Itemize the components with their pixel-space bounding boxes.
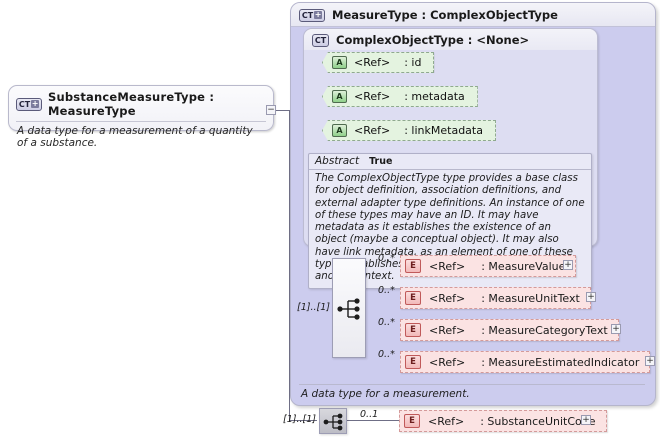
element-icon: E <box>405 291 421 305</box>
element-occurrence: 0..* <box>378 285 395 296</box>
element-expander[interactable]: + <box>645 356 655 366</box>
bottom-element-expander[interactable]: + <box>581 415 591 425</box>
element-expander[interactable]: + <box>611 324 621 334</box>
element-icon: E <box>404 414 420 428</box>
element-name: : MeasureCategoryText <box>481 323 608 337</box>
root-type-node[interactable]: CT+ SubstanceMeasureType : MeasureType A… <box>8 85 274 149</box>
element-name: : SubstanceUnitCode <box>480 414 596 428</box>
element-name: : MeasureUnitText <box>481 291 580 305</box>
bottom-sequence-cardinality: [1]..[1] <box>283 414 316 425</box>
complextype-plus-icon: CT+ <box>299 8 325 22</box>
plus-glyph-icon[interactable]: + <box>31 99 40 108</box>
annotation-key: Abstract <box>315 155 360 167</box>
sequence-compositor-icon[interactable] <box>332 258 366 358</box>
element-row[interactable]: E <Ref> : MeasureValue <box>400 255 577 277</box>
sequence-cardinality: [1]..[1] <box>297 302 330 313</box>
attribute-icon: A <box>332 56 347 69</box>
annotation-abstract-row: Abstract True <box>309 154 591 170</box>
annotation-value: True <box>369 156 393 167</box>
bottom-element-occurrence: 0..1 <box>360 409 379 420</box>
attribute-ref: <Ref> <box>354 90 391 103</box>
connector-line <box>274 110 290 111</box>
attribute-ref: <Ref> <box>354 56 391 69</box>
element-icon: E <box>405 355 421 369</box>
element-ref: <Ref> <box>429 291 466 305</box>
element-expander[interactable]: + <box>586 292 596 302</box>
root-type-documentation: A data type for a measurement of a quant… <box>17 125 253 149</box>
divider <box>299 384 645 385</box>
divider <box>16 121 266 122</box>
element-ref: <Ref> <box>429 355 466 369</box>
element-icon: E <box>405 259 421 273</box>
attribute-ref: <Ref> <box>354 124 391 137</box>
element-occurrence: 0..* <box>378 349 395 360</box>
badge-label: CT <box>18 99 31 109</box>
element-row[interactable]: E <Ref> : MeasureUnitText <box>400 287 591 309</box>
attribute-row[interactable]: A <Ref> : linkMetadata <box>322 120 496 141</box>
sequence-compositor-icon[interactable] <box>319 408 347 434</box>
element-row[interactable]: E <Ref> : MeasureCategoryText <box>400 319 619 341</box>
element-row[interactable]: E <Ref> : MeasureEstimatedIndicator <box>400 351 651 373</box>
element-ref: <Ref> <box>428 414 465 428</box>
connector-line <box>289 420 317 421</box>
element-occurrence: 0..* <box>378 317 395 328</box>
element-occurrence: 0..* <box>378 253 395 264</box>
complextype-icon: CT <box>312 33 329 47</box>
element-name: : MeasureEstimatedIndicator <box>481 355 640 369</box>
attribute-icon: A <box>332 124 347 137</box>
root-type-name: SubstanceMeasureType : MeasureType <box>48 90 215 118</box>
connector-line <box>289 110 290 420</box>
attribute-icon: A <box>332 90 347 103</box>
element-name: : MeasureValue <box>481 259 566 273</box>
badge-label: CT <box>314 35 327 45</box>
complexobjecttype-title: ComplexObjectType : <None> <box>336 33 530 47</box>
attribute-row[interactable]: A <Ref> : id <box>322 52 435 73</box>
attribute-name: : linkMetadata <box>404 124 483 137</box>
attribute-name: : id <box>404 56 422 69</box>
root-node-collapse-expander[interactable]: − <box>266 105 276 115</box>
element-expander[interactable]: + <box>563 260 573 270</box>
badge-label: CT <box>301 10 314 20</box>
sequence-glyph-icon <box>323 413 343 431</box>
sequence-glyph-icon <box>337 298 360 320</box>
plus-glyph-icon[interactable]: + <box>314 10 323 19</box>
measuretype-header: CT+ MeasureType : ComplexObjectType <box>291 3 655 27</box>
element-icon: E <box>405 323 421 337</box>
measuretype-documentation: A data type for a measurement. <box>301 388 470 400</box>
complextype-plus-icon: CT+ <box>16 97 42 111</box>
root-type-title-row: CT+ SubstanceMeasureType : MeasureType <box>9 86 273 121</box>
element-ref: <Ref> <box>429 323 466 337</box>
element-row[interactable]: E <Ref> : SubstanceUnitCode <box>399 410 607 432</box>
attribute-name: : metadata <box>404 90 465 103</box>
attribute-row[interactable]: A <Ref> : metadata <box>322 86 478 107</box>
connector-line <box>347 420 399 421</box>
complexobjecttype-header: CT ComplexObjectType : <None> <box>304 29 597 50</box>
element-ref: <Ref> <box>429 259 466 273</box>
measuretype-title: MeasureType : ComplexObjectType <box>332 8 558 22</box>
